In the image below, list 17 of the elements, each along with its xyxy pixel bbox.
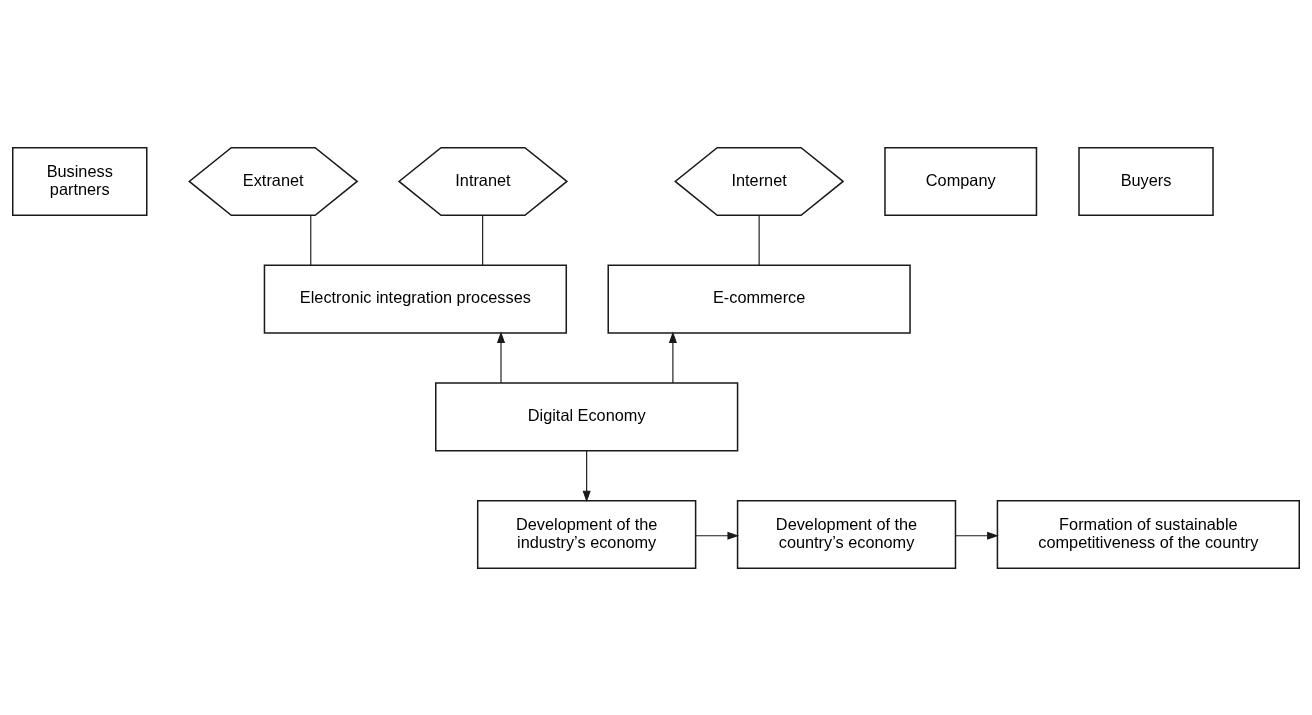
arrow <box>582 449 591 502</box>
arrow <box>668 330 677 383</box>
arrow <box>695 531 740 540</box>
arrow <box>496 330 506 383</box>
node-box: Business partners <box>12 146 148 216</box>
arrow <box>954 531 999 540</box>
node-box: Formation of sustainable competitiveness of the country <box>996 499 1300 569</box>
node-box: Development of the industry’s economy <box>476 499 697 569</box>
node-box: E-commerce <box>607 264 911 334</box>
node-box: Electronic integration processes <box>263 264 568 334</box>
connector <box>310 214 312 266</box>
connector <box>758 214 760 266</box>
node-box: Buyers <box>1078 146 1214 216</box>
node-box: Digital Economy <box>435 381 739 451</box>
node-box: Development of the country’s economy <box>736 499 957 569</box>
connector <box>482 214 484 266</box>
node-box: Company <box>884 146 1038 216</box>
